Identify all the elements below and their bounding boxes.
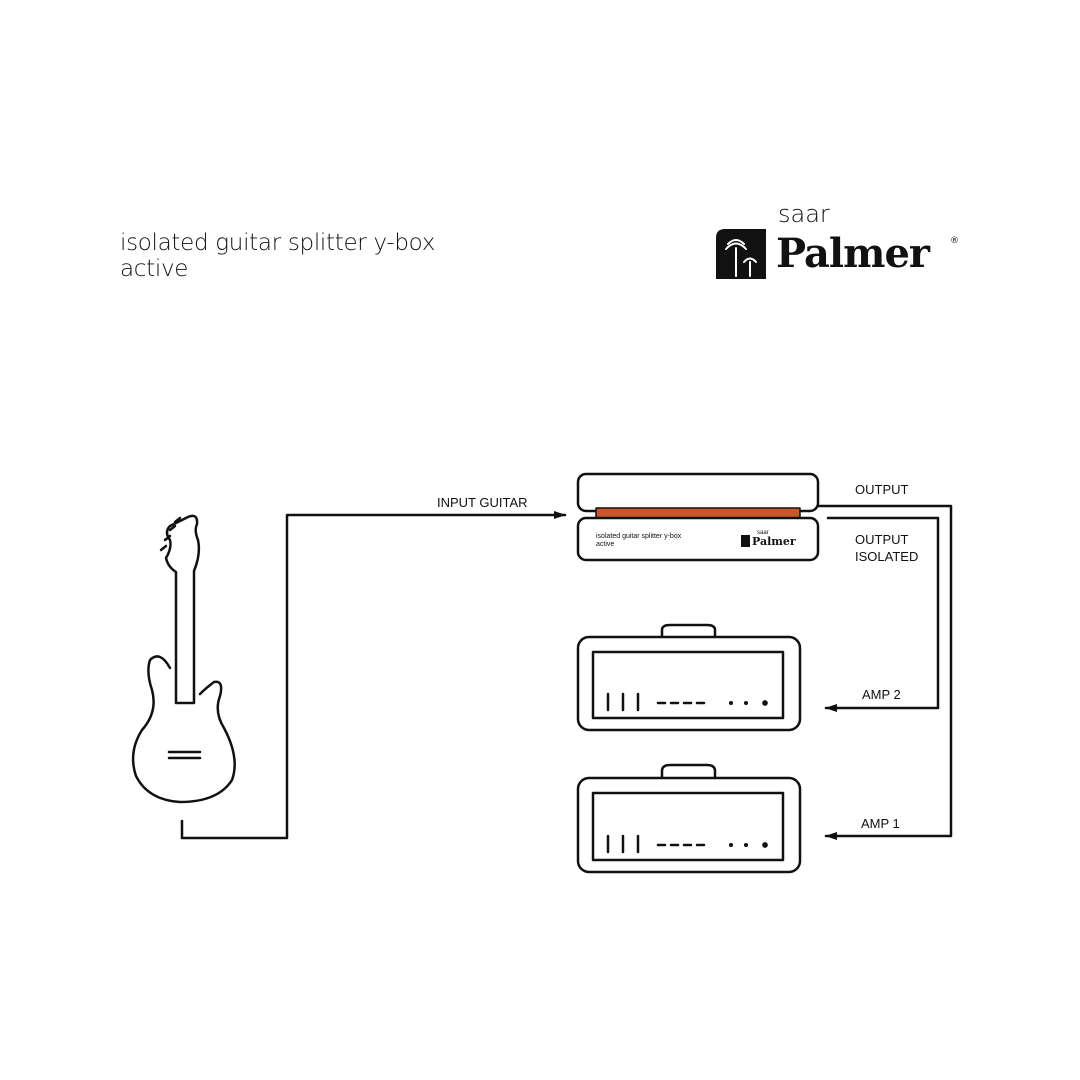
amp-2-head xyxy=(576,623,802,732)
output-cable xyxy=(816,504,953,840)
logo-saar: saar xyxy=(778,200,830,228)
device-logo-saar: saar xyxy=(757,530,769,536)
amp-2-label: AMP 2 xyxy=(862,687,901,702)
amp-1-head xyxy=(576,763,802,874)
guitar-icon xyxy=(131,514,236,804)
output-isolated-label: OUTPUT ISOLATED xyxy=(855,531,918,565)
device-logo-palmer: Palmer xyxy=(752,535,796,548)
output-label: OUTPUT xyxy=(855,482,909,497)
output-isolated-line-1: OUTPUT xyxy=(855,532,909,547)
amp-1-label: AMP 1 xyxy=(861,816,900,831)
output-isolated-cable xyxy=(824,516,940,712)
page-title: isolated guitar splitter y-box active xyxy=(120,230,435,282)
device-label-line-2: active xyxy=(596,541,615,548)
logo-registered: ® xyxy=(950,236,959,246)
title-line-2: active xyxy=(120,256,189,282)
mini-logo-icon xyxy=(741,535,750,547)
device-label-line-1: isolated guitar splitter y-box xyxy=(596,533,682,540)
title-line-1: isolated guitar splitter y-box xyxy=(120,230,436,256)
device-label: isolated guitar splitter y-box active xyxy=(596,533,681,549)
output-isolated-line-2: ISOLATED xyxy=(855,549,919,564)
input-guitar-label: INPUT GUITAR xyxy=(437,495,528,510)
palm-logo-icon xyxy=(716,229,766,279)
logo-palmer: Palmer xyxy=(776,230,930,277)
splitter-box xyxy=(576,472,820,562)
input-cable xyxy=(180,511,567,840)
